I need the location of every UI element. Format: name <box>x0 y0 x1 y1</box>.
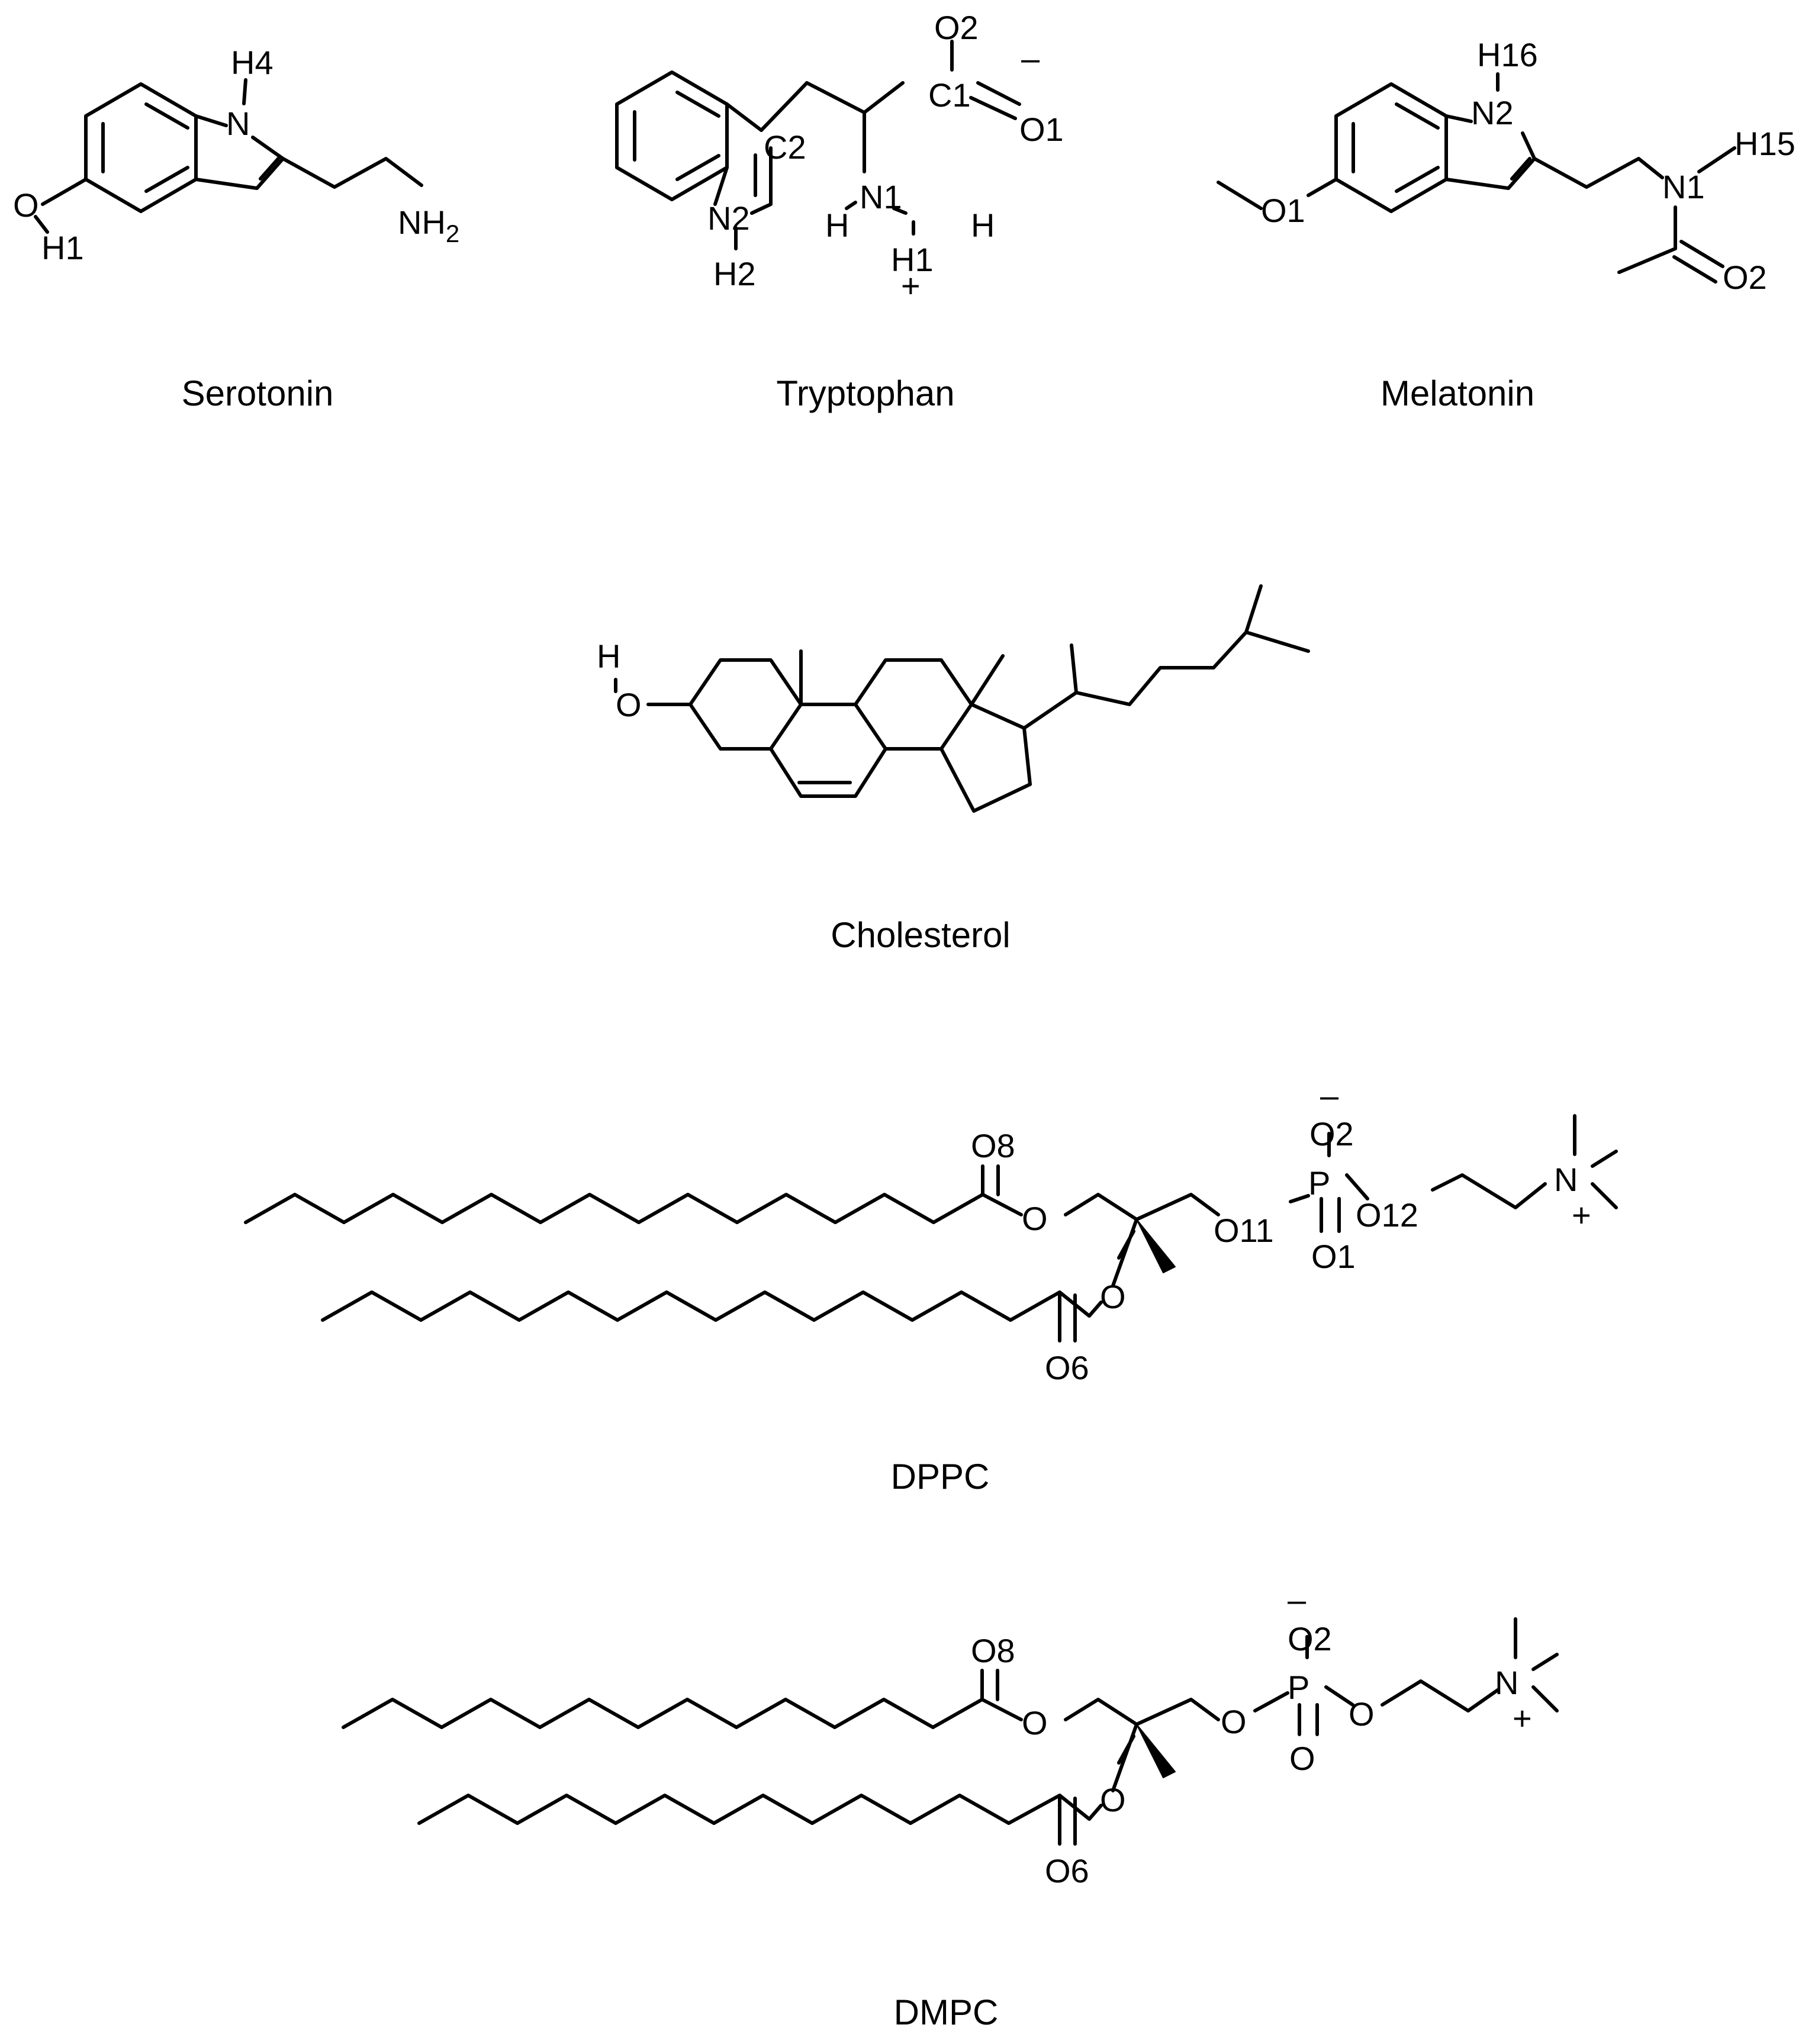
cholesterol-structure: H O Cholesterol <box>597 584 1310 955</box>
atom-label-o-ester: O <box>1022 1200 1048 1237</box>
charge-minus: – <box>1288 1581 1307 1618</box>
atom-label-c1: C1 <box>928 76 971 114</box>
atom-label-n2: N2 <box>707 199 750 237</box>
tryptophan-bonds <box>615 40 1021 250</box>
dppc-atom-labels: – O8 O2 P O O11 O12 O1 N + O O6 <box>971 1077 1591 1386</box>
charge-minus: – <box>1021 40 1040 77</box>
charge-plus: + <box>1572 1196 1591 1234</box>
atom-label-o: O <box>616 686 642 723</box>
molecule-name-dmpc: DMPC <box>894 1993 999 2032</box>
atom-label-o11: O11 <box>1214 1212 1274 1249</box>
atom-label-h4: H4 <box>231 44 273 81</box>
atom-label-n1: N1 <box>860 178 902 215</box>
atom-label-o: O <box>13 186 39 224</box>
melatonin-bonds <box>1217 72 1736 284</box>
atom-label-o1: O1 <box>1261 192 1305 229</box>
atom-label-o8: O8 <box>971 1632 1015 1669</box>
melatonin-atom-labels: H16 N2 O1 H15 N1 O2 <box>1261 36 1796 296</box>
atom-label-o2: O2 <box>934 9 979 46</box>
dmpc-bonds <box>342 1617 1559 1846</box>
dppc-bonds <box>244 1114 1618 1343</box>
dmpc-structure: – O8 O2 P O O O O N + O O6 DMPC <box>342 1581 1559 2032</box>
molecule-name-tryptophan: Tryptophan <box>776 374 954 413</box>
atom-label-n1: N1 <box>1662 168 1705 205</box>
atom-label-n2: N2 <box>1471 94 1514 131</box>
atom-label-o2: O2 <box>1309 1115 1354 1153</box>
cholesterol-atom-labels: H O <box>597 638 642 723</box>
atom-label-p: P <box>1288 1669 1309 1706</box>
atom-label-h16: H16 <box>1477 36 1538 73</box>
melatonin-structure: H16 N2 O1 H15 N1 O2 Melatonin <box>1217 36 1796 413</box>
serotonin-atom-labels: H4 N O H1 NH2 <box>13 44 459 266</box>
atom-label-h2: H2 <box>713 255 756 292</box>
atom-label-o-left: O <box>1221 1703 1247 1740</box>
atom-label-n: N <box>1495 1664 1518 1701</box>
serotonin-structure: H4 N O H1 NH2 Serotonin <box>13 44 459 413</box>
atom-label-o-lower: O <box>1100 1278 1126 1315</box>
atom-label-h15: H15 <box>1735 125 1796 162</box>
molecule-name-cholesterol: Cholesterol <box>831 915 1011 955</box>
atom-label-n: N <box>226 105 250 142</box>
atom-label-o12: O12 <box>1356 1196 1418 1234</box>
charge-minus: – <box>1320 1077 1339 1114</box>
atom-label-o-lower: O <box>1100 1781 1126 1818</box>
atom-label-o-ester: O <box>1022 1704 1048 1742</box>
atom-label-o6: O6 <box>1045 1349 1089 1386</box>
atom-label-h-left: H <box>825 207 849 244</box>
atom-label-p: P <box>1308 1164 1330 1202</box>
cholesterol-bonds <box>614 584 1310 813</box>
atom-label-o-right: O <box>1349 1695 1375 1733</box>
serotonin-bonds <box>34 78 423 234</box>
dmpc-atom-labels: – O8 O2 P O O O O N + O O6 <box>971 1581 1532 1890</box>
atom-label-o1: O1 <box>1019 111 1064 148</box>
atom-label-o2: O2 <box>1723 259 1767 296</box>
atom-label-c2: C2 <box>764 128 806 166</box>
atom-label-h1: H1 <box>41 229 84 266</box>
molecule-name-serotonin: Serotonin <box>182 374 334 413</box>
molecule-name-dppc: DPPC <box>891 1457 990 1496</box>
atom-label-o6: O6 <box>1045 1852 1089 1890</box>
atom-label-h-right: H <box>971 207 995 244</box>
atom-label-o1: O1 <box>1311 1238 1356 1275</box>
charge-plus: + <box>1513 1699 1532 1737</box>
atom-label-h1: H1 <box>891 241 934 278</box>
charge-plus: + <box>901 267 921 304</box>
dppc-structure: – O8 O2 P O O11 O12 O1 N + O O6 DPPC <box>244 1077 1618 1496</box>
atom-label-h: H <box>597 638 620 675</box>
atom-label-o-double: O <box>1289 1740 1315 1777</box>
tryptophan-atom-labels: O2 – C1 O1 C2 N2 H2 N1 H H H1 + <box>707 9 1064 304</box>
atom-label-o8: O8 <box>971 1127 1015 1164</box>
tryptophan-structure: O2 – C1 O1 C2 N2 H2 N1 H H H1 + Tryptoph… <box>615 9 1064 413</box>
atom-label-nh2: NH2 <box>398 204 459 247</box>
molecule-name-melatonin: Melatonin <box>1381 374 1534 413</box>
atom-label-n: N <box>1554 1161 1578 1198</box>
atom-label-o2: O2 <box>1288 1620 1332 1657</box>
